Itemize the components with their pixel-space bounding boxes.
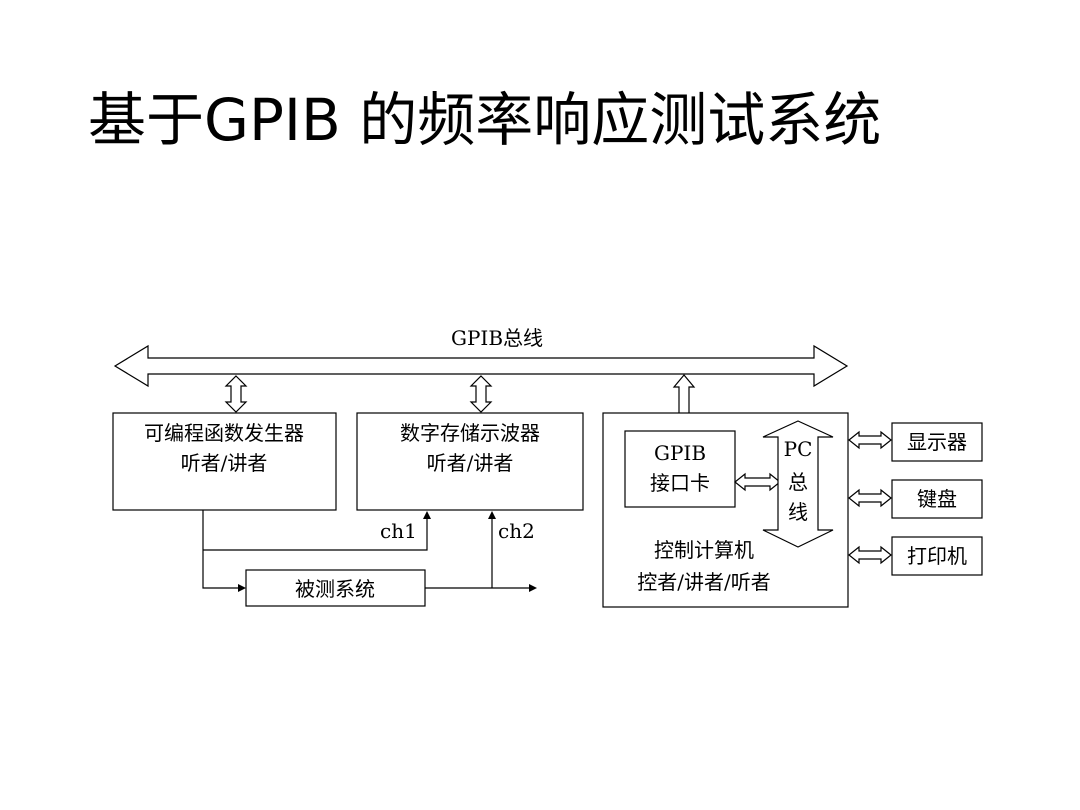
dut-input-arrowhead bbox=[238, 584, 246, 592]
gpib-card-label: GPIB bbox=[654, 441, 706, 465]
keyboard-connector bbox=[848, 488, 892, 508]
gpib-card-sublabel: 接口卡 bbox=[650, 471, 710, 495]
gpib-bus-label: GPIB总线 bbox=[451, 326, 543, 350]
display-label: 显示器 bbox=[907, 430, 967, 454]
gpib-card-box bbox=[624, 430, 736, 508]
computer-role: 控者/讲者/听者 bbox=[637, 570, 770, 594]
generator-bus-connector bbox=[224, 375, 248, 413]
generator-output-wire bbox=[202, 510, 240, 589]
oscilloscope-role: 听者/讲者 bbox=[427, 451, 514, 475]
ch1-wire bbox=[203, 518, 428, 551]
dut-label: 被测系统 bbox=[295, 577, 375, 601]
oscilloscope-box bbox=[356, 412, 584, 511]
dut-output-arrowhead bbox=[529, 584, 537, 592]
ch1-arrowhead bbox=[423, 511, 431, 519]
pc-bus-label-2: 总 bbox=[788, 470, 808, 494]
pc-bus-arrow bbox=[762, 420, 834, 548]
pc-bus-label: PC bbox=[784, 437, 813, 461]
printer-label: 打印机 bbox=[907, 544, 967, 568]
pc-bus-label-3: 线 bbox=[788, 500, 808, 524]
page-title: 基于GPIB 的频率响应测试系统 bbox=[88, 86, 882, 154]
oscilloscope-bus-connector bbox=[469, 375, 493, 413]
gpib-bus-arrow bbox=[113, 344, 849, 388]
function-generator-label: 可编程函数发生器 bbox=[144, 421, 304, 445]
computer-label: 控制计算机 bbox=[654, 538, 754, 562]
display-connector bbox=[848, 430, 892, 450]
printer-box bbox=[891, 536, 983, 576]
function-generator-box bbox=[112, 412, 337, 511]
keyboard-label: 键盘 bbox=[917, 487, 957, 511]
display-box bbox=[891, 422, 983, 462]
keyboard-box bbox=[891, 479, 983, 519]
ch1-label: ch1 bbox=[380, 519, 417, 543]
function-generator-role: 听者/讲者 bbox=[181, 451, 268, 475]
ch2-label: ch2 bbox=[498, 519, 535, 543]
printer-connector bbox=[848, 545, 892, 565]
oscilloscope-label: 数字存储示波器 bbox=[400, 421, 540, 445]
ch2-arrowhead bbox=[488, 511, 496, 519]
